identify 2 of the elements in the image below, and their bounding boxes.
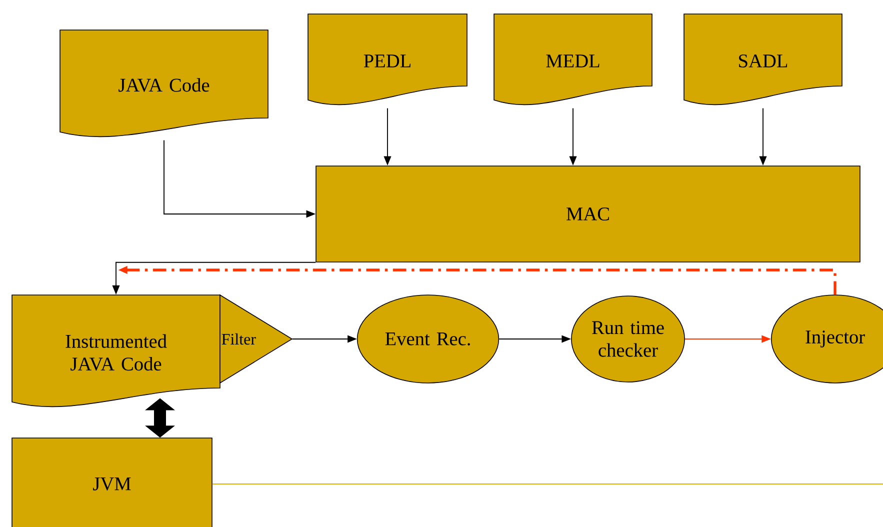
- process-box: JVM: [12, 438, 212, 527]
- process-box: MAC: [316, 166, 860, 262]
